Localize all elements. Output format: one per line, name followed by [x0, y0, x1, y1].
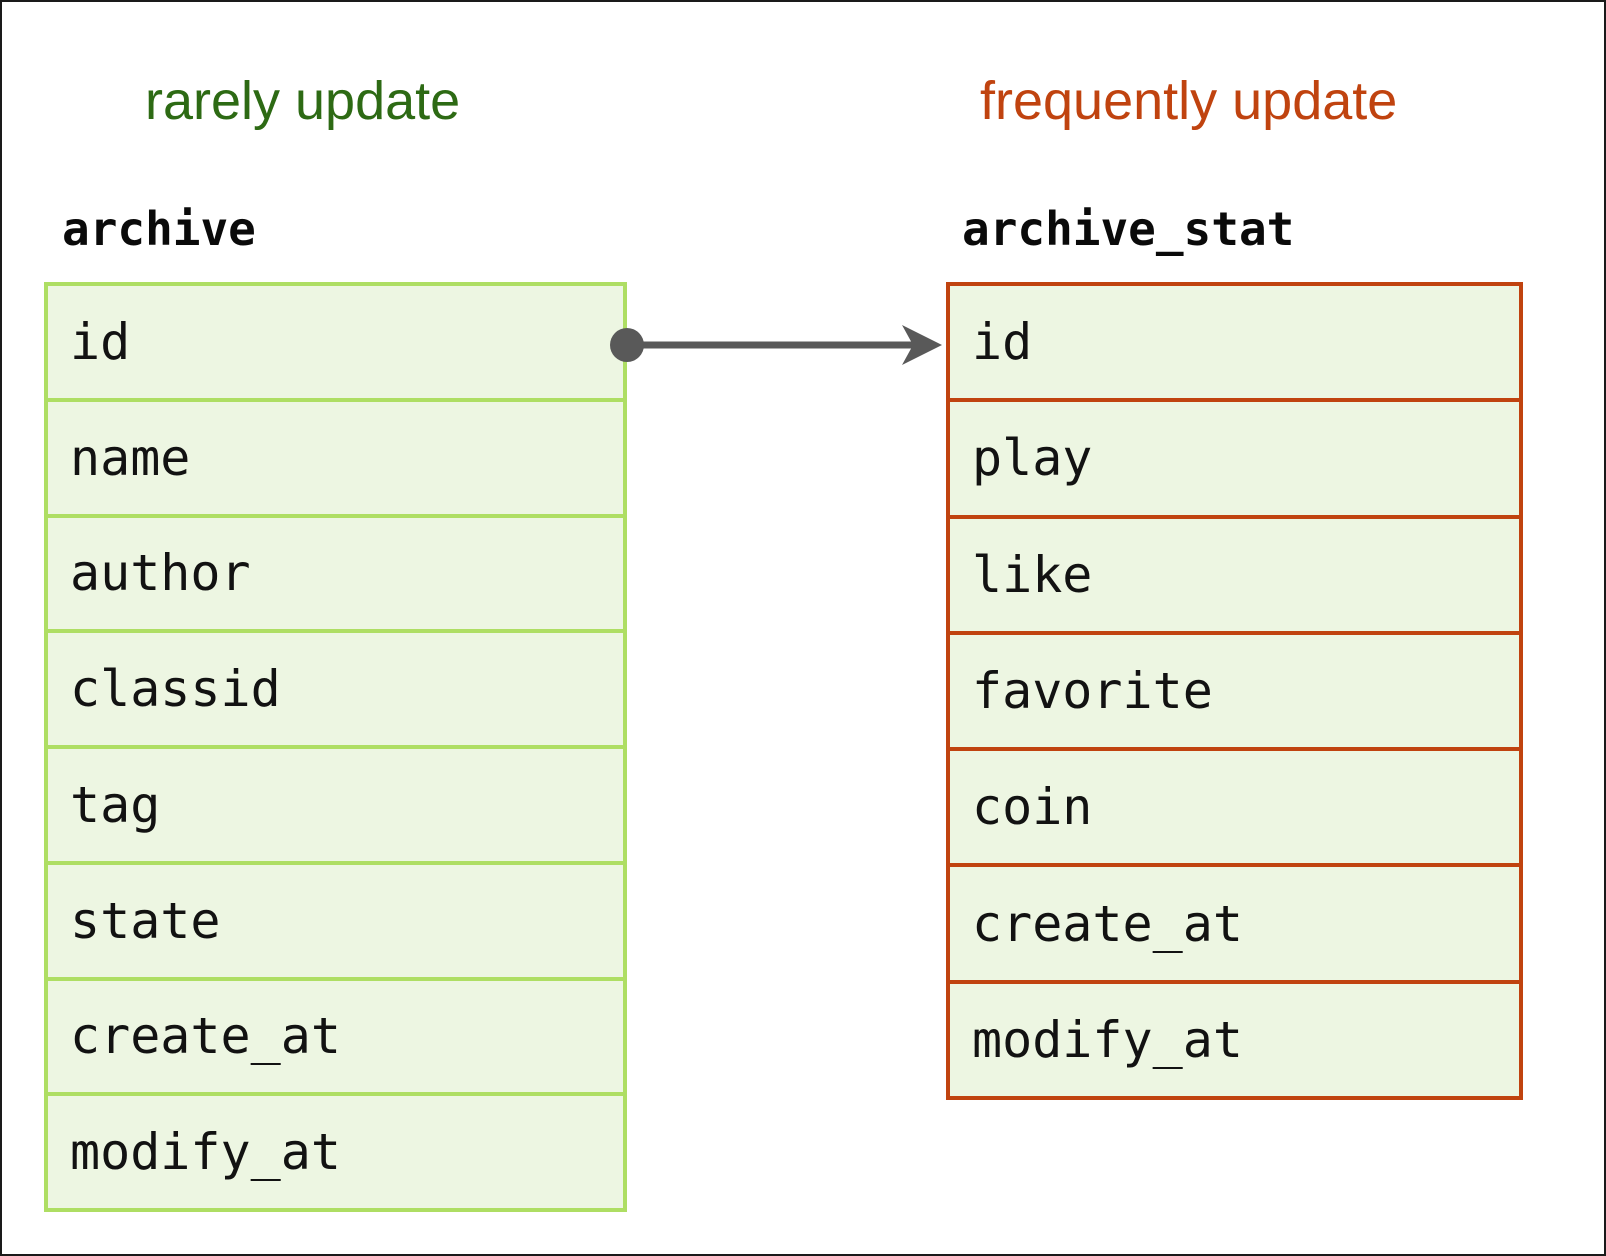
field-label: like	[972, 545, 1093, 604]
field-label: modify_at	[70, 1123, 341, 1182]
field-label: name	[70, 428, 191, 487]
caption-frequently-update: frequently update	[980, 71, 1398, 131]
table-row[interactable]: name	[48, 397, 623, 514]
table-row[interactable]: create_at	[950, 863, 1519, 980]
table-row[interactable]: id	[950, 286, 1519, 399]
field-label: state	[70, 891, 221, 950]
table-row[interactable]: coin	[950, 747, 1519, 864]
field-label: classid	[70, 660, 281, 719]
field-label: author	[70, 544, 251, 603]
entity-table-archive: id name author classid tag state create_…	[44, 282, 627, 1212]
table-row[interactable]: modify_at	[48, 1092, 623, 1208]
table-name-archive-stat: archive_stat	[962, 202, 1295, 256]
caption-rarely-update: rarely update	[145, 71, 461, 131]
table-row[interactable]: classid	[48, 629, 623, 745]
table-name-archive: archive	[62, 202, 256, 256]
field-label: id	[972, 313, 1033, 372]
table-row[interactable]: create_at	[48, 976, 623, 1093]
table-row[interactable]: state	[48, 860, 623, 977]
field-label: create_at	[972, 894, 1243, 953]
field-label: id	[70, 312, 131, 371]
relation-connector-archive-id-to-archive-stat-id	[610, 325, 942, 365]
field-label: favorite	[972, 661, 1213, 720]
field-label: modify_at	[972, 1010, 1243, 1069]
table-row[interactable]: play	[950, 398, 1519, 515]
table-row[interactable]: id	[48, 286, 623, 398]
entity-table-archive-stat: id play like favorite coin create_at mod…	[946, 282, 1523, 1100]
table-row[interactable]: author	[48, 513, 623, 630]
field-label: tag	[70, 775, 161, 834]
field-label: coin	[972, 778, 1093, 837]
field-label: create_at	[70, 1007, 341, 1066]
table-row[interactable]: like	[950, 514, 1519, 631]
table-row[interactable]: favorite	[950, 630, 1519, 748]
relation-arrowhead-icon	[902, 325, 942, 365]
table-row[interactable]: modify_at	[950, 979, 1519, 1096]
table-row[interactable]: tag	[48, 745, 623, 861]
field-label: play	[972, 429, 1093, 488]
